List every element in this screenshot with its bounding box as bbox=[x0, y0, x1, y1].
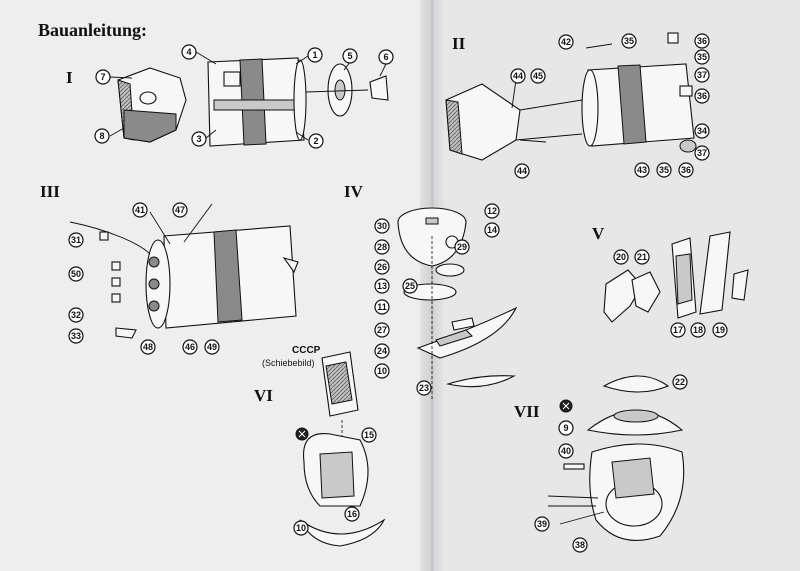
callout-i-3: 3 bbox=[196, 134, 201, 144]
callout-i-7: 7 bbox=[100, 72, 105, 82]
callout-i-6: 6 bbox=[383, 52, 388, 62]
callout-iv-27: 27 bbox=[377, 325, 387, 335]
decal-label: CCCP bbox=[292, 345, 321, 356]
callout-ii-37b: 37 bbox=[697, 148, 707, 158]
callout-vii-9: 9 bbox=[563, 423, 568, 433]
step-label-iv: IV bbox=[344, 182, 363, 201]
callout-v-21: 21 bbox=[637, 252, 647, 262]
step-vi-drawing bbox=[295, 351, 386, 547]
step-ii-callouts: 42 35 36 35 37 36 44 45 34 37 43 35 36 4… bbox=[510, 33, 710, 179]
callout-i-1: 1 bbox=[312, 50, 317, 60]
callout-iv-24: 24 bbox=[377, 346, 387, 356]
callout-vi-15: 15 bbox=[364, 430, 374, 440]
callout-v-17: 17 bbox=[673, 325, 683, 335]
callout-iii-46: 46 bbox=[185, 342, 195, 352]
callout-iii-48: 48 bbox=[143, 342, 153, 352]
callout-ii-35a: 35 bbox=[624, 36, 634, 46]
callout-iv-10: 10 bbox=[377, 366, 387, 376]
callout-iii-41: 41 bbox=[135, 205, 145, 215]
step-i-callouts: 7 8 4 1 3 2 5 6 bbox=[94, 44, 394, 149]
step-vii-callouts: 22 9 40 39 38 bbox=[534, 374, 688, 553]
step-iii-callouts: 41 47 31 50 32 33 48 46 49 bbox=[68, 202, 220, 355]
callout-iii-49: 49 bbox=[207, 342, 217, 352]
callout-vi-10: 10 bbox=[296, 523, 306, 533]
callout-vii-22: 22 bbox=[675, 377, 685, 387]
callout-iii-31: 31 bbox=[71, 235, 81, 245]
callout-i-2: 2 bbox=[313, 136, 318, 146]
callout-iv-30: 30 bbox=[377, 221, 387, 231]
step-ii-drawing bbox=[445, 32, 697, 161]
callout-iv-26: 26 bbox=[377, 262, 387, 272]
callout-iv-12: 12 bbox=[487, 206, 497, 216]
callout-ii-36a: 36 bbox=[697, 36, 707, 46]
callout-iii-33: 33 bbox=[71, 331, 81, 341]
callout-ii-35c: 35 bbox=[659, 165, 669, 175]
callout-ii-36c: 36 bbox=[681, 165, 691, 175]
step-label-iii: III bbox=[40, 182, 60, 201]
step-label-v: V bbox=[592, 224, 605, 243]
callout-i-8: 8 bbox=[99, 131, 104, 141]
callout-ii-34: 34 bbox=[697, 126, 707, 136]
callout-vi-16: 16 bbox=[347, 509, 357, 519]
callout-iii-32: 32 bbox=[71, 310, 81, 320]
callout-vii-38: 38 bbox=[575, 540, 585, 550]
callout-ii-42: 42 bbox=[561, 37, 571, 47]
callout-ii-36b: 36 bbox=[697, 91, 707, 101]
callout-iii-50: 50 bbox=[71, 269, 81, 279]
callout-v-18: 18 bbox=[693, 325, 703, 335]
step-v-callouts: 20 21 17 18 19 bbox=[613, 249, 728, 338]
callout-iv-13: 13 bbox=[377, 281, 387, 291]
decal-note: (Schiebebild) bbox=[262, 358, 315, 368]
step-i-drawing bbox=[117, 57, 389, 147]
step-label-ii: II bbox=[452, 34, 466, 53]
step-iv-callouts: 30 12 14 28 29 26 13 25 11 27 24 10 23 bbox=[374, 203, 500, 396]
step-v-drawing bbox=[603, 231, 749, 323]
callout-iv-11: 11 bbox=[377, 302, 387, 312]
callout-v-20: 20 bbox=[616, 252, 626, 262]
callout-v-19: 19 bbox=[715, 325, 725, 335]
step-vii-drawing bbox=[547, 375, 685, 541]
step-iv-drawing bbox=[397, 207, 518, 400]
callout-ii-37a: 37 bbox=[697, 70, 707, 80]
callout-i-5: 5 bbox=[347, 51, 352, 61]
callout-iv-23: 23 bbox=[419, 383, 429, 393]
callout-iv-28: 28 bbox=[377, 242, 387, 252]
callout-i-4: 4 bbox=[186, 47, 191, 57]
callout-ii-43: 43 bbox=[637, 165, 647, 175]
callout-iv-29: 29 bbox=[457, 242, 467, 252]
step-vi-callouts: 15 16 10 bbox=[293, 427, 377, 536]
step-label-i: I bbox=[66, 68, 73, 87]
callout-ii-35b: 35 bbox=[697, 52, 707, 62]
callout-vii-40: 40 bbox=[561, 446, 571, 456]
callout-ii-44b: 44 bbox=[517, 166, 527, 176]
callout-vii-39: 39 bbox=[537, 519, 547, 529]
callout-iv-14: 14 bbox=[487, 225, 497, 235]
callout-ii-45: 45 bbox=[533, 71, 543, 81]
callout-iii-47: 47 bbox=[175, 205, 185, 215]
sheet-title: Bauanleitung: bbox=[38, 20, 148, 40]
step-label-vi: VI bbox=[254, 386, 273, 405]
step-iii-drawing bbox=[69, 203, 299, 339]
callout-iv-25: 25 bbox=[405, 281, 415, 291]
step-label-vii: VII bbox=[514, 402, 540, 421]
callout-ii-44a: 44 bbox=[513, 71, 523, 81]
